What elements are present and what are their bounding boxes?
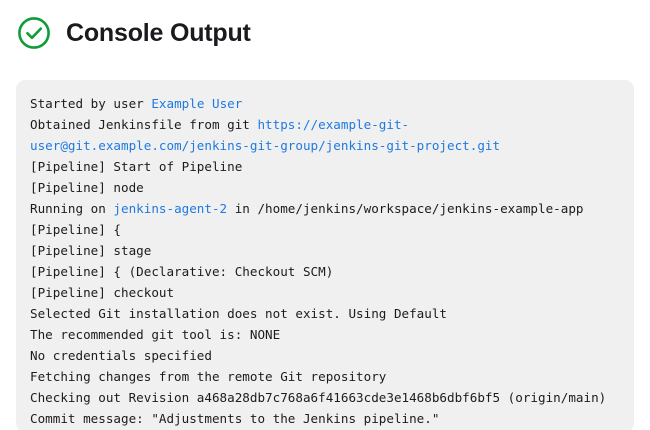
- log-text: Checking out Revision a468a28db7c768a6f4…: [30, 390, 607, 405]
- log-text: [Pipeline] checkout: [30, 285, 175, 300]
- log-line-pipeline-node: [Pipeline] node: [30, 177, 620, 198]
- log-link[interactable]: https://example-git-user@git.example.com…: [30, 117, 501, 153]
- log-line-pipeline-open-brace: [Pipeline] {: [30, 219, 620, 240]
- log-line-started-by-user: Started by user Example User: [30, 93, 620, 114]
- log-line-fetching-changes: Fetching changes from the remote Git rep…: [30, 366, 620, 387]
- log-line-pipeline-start-of-pipeline: [Pipeline] Start of Pipeline: [30, 156, 620, 177]
- check-circle-icon: [16, 15, 52, 51]
- log-line-pipeline-stage: [Pipeline] stage: [30, 240, 620, 261]
- log-line-commit-message: Commit message: "Adjustments to the Jenk…: [30, 408, 620, 429]
- log-text: No credentials specified: [30, 348, 212, 363]
- log-text: Fetching changes from the remote Git rep…: [30, 369, 387, 384]
- page-header: Console Output: [0, 0, 650, 52]
- log-text: [Pipeline] Start of Pipeline: [30, 159, 243, 174]
- log-line-pipeline-checkout: [Pipeline] checkout: [30, 282, 620, 303]
- log-text: [Pipeline] {: [30, 222, 121, 237]
- log-text: Started by user: [30, 96, 152, 111]
- log-line-no-credentials-specified: No credentials specified: [30, 345, 620, 366]
- log-text: [Pipeline] node: [30, 180, 144, 195]
- log-text: Commit message: "Adjustments to the Jenk…: [30, 411, 440, 426]
- log-line-checking-out-revision: Checking out Revision a468a28db7c768a6f4…: [30, 387, 620, 408]
- log-text: Running on: [30, 201, 114, 216]
- log-text: Selected Git installation does not exist…: [30, 306, 448, 321]
- log-link[interactable]: Example User: [151, 96, 243, 111]
- log-text: The recommended git tool is: NONE: [30, 327, 281, 342]
- log-line-recommended-git-tool: The recommended git tool is: NONE: [30, 324, 620, 345]
- log-text: in /home/jenkins/workspace/jenkins-examp…: [227, 201, 584, 216]
- log-line-obtained-jenkinsfile: Obtained Jenkinsfile from git https://ex…: [30, 114, 620, 156]
- log-link[interactable]: jenkins-agent-2: [113, 201, 228, 216]
- log-text: [Pipeline] { (Declarative: Checkout SCM): [30, 264, 334, 279]
- page-title: Console Output: [66, 18, 251, 47]
- log-line-selected-git-installation: Selected Git installation does not exist…: [30, 303, 620, 324]
- log-text: Obtained Jenkinsfile from git: [30, 117, 258, 132]
- log-text: [Pipeline] stage: [30, 243, 152, 258]
- log-line-running-on-agent: Running on jenkins-agent-2 in /home/jenk…: [30, 198, 620, 219]
- log-line-pipeline-declarative-checkout-scm: [Pipeline] { (Declarative: Checkout SCM): [30, 261, 620, 282]
